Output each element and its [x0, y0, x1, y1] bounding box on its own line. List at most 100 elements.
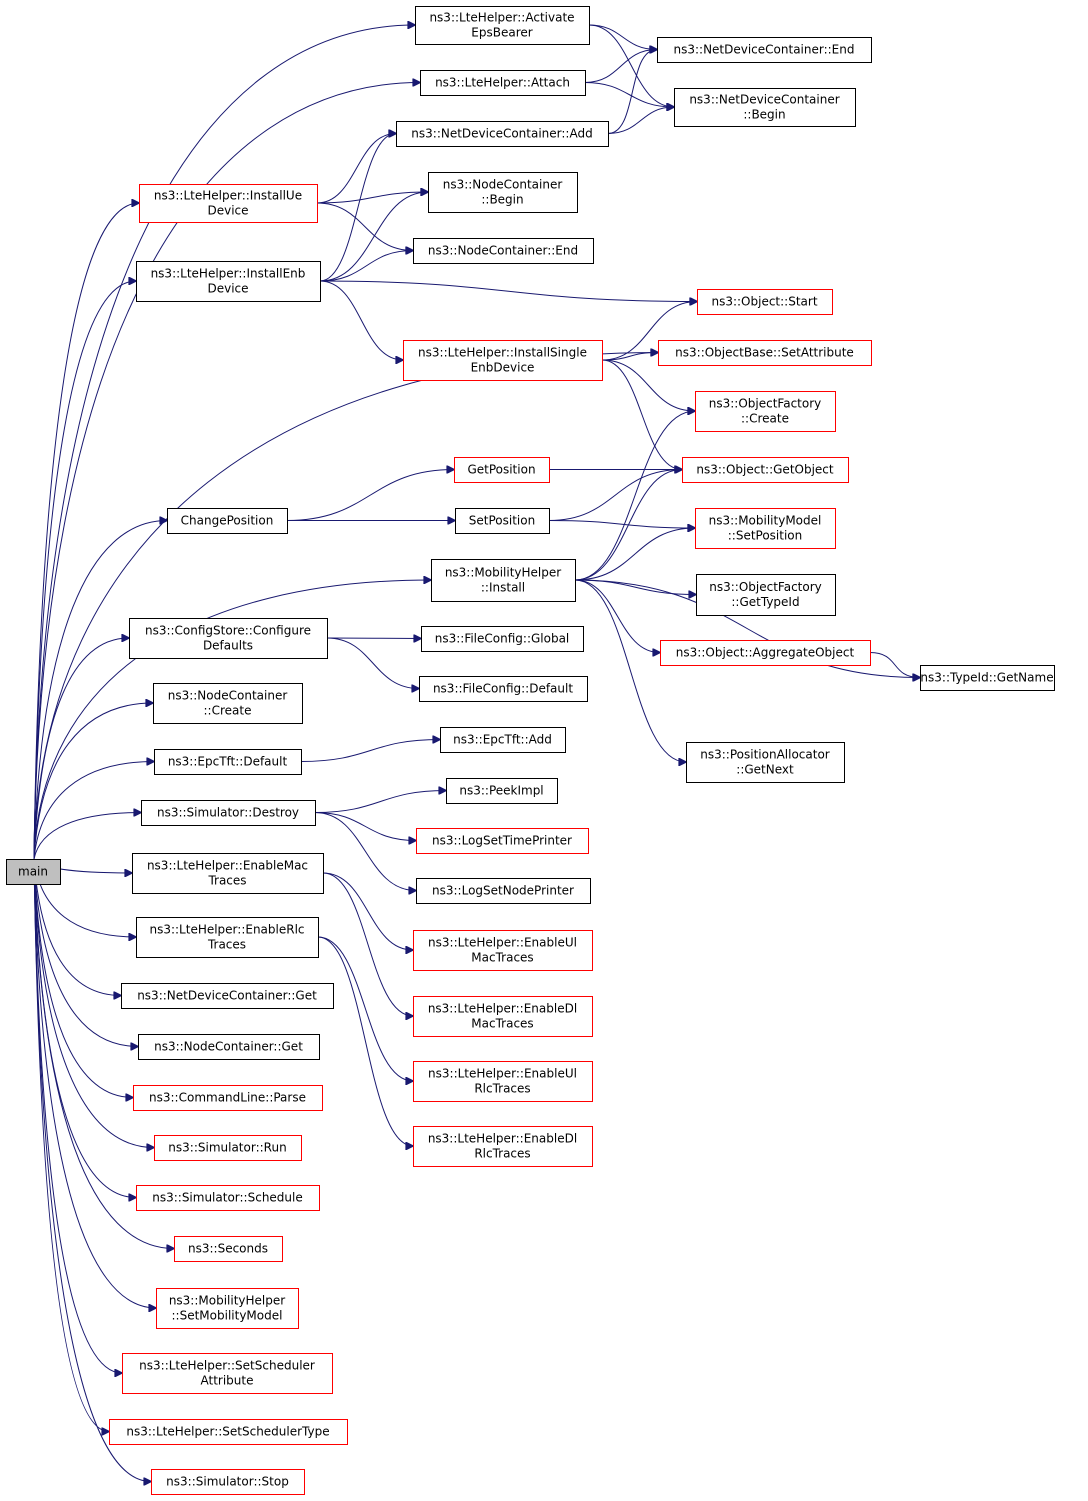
node-box-fcGlobal [421, 626, 584, 652]
edge-simDestroy-to-logSetTime [314, 812, 416, 841]
node-getObject[interactable]: ns3::Object::GetObject [682, 457, 849, 483]
node-getPosition[interactable]: GetPosition [454, 457, 550, 483]
node-box-ndcEnd [657, 37, 872, 63]
node-label-ncGet-0: ns3::NodeContainer::Get [154, 1040, 303, 1054]
node-simSchedule[interactable]: ns3::Simulator::Schedule [136, 1185, 320, 1211]
edge-main-to-setSchedAttr [33, 858, 122, 1373]
node-box-installSingleEnb [403, 340, 603, 381]
edge-main-to-seconds [33, 858, 174, 1249]
node-box-cmdParse [133, 1085, 323, 1111]
node-peekImpl[interactable]: ns3::PeekImpl [446, 778, 558, 804]
node-label-fcDefault-0: ns3::FileConfig::Default [433, 682, 573, 696]
node-seconds[interactable]: ns3::Seconds [174, 1236, 283, 1262]
node-ncBegin[interactable]: ns3::NodeContainer::Begin [428, 172, 578, 213]
node-box-getPosition [454, 457, 550, 483]
edge-installEnb-to-ncEnd [319, 251, 413, 282]
edge-mhInstall-to-aggregate [574, 579, 660, 653]
node-box-setSchedAttr [122, 1353, 333, 1394]
node-ncEnd[interactable]: ns3::NodeContainer::End [413, 238, 594, 264]
node-box-enableUlMac [413, 930, 593, 971]
edge-main-to-simRun [33, 858, 154, 1148]
node-tftAdd[interactable]: ns3::EpcTft::Add [440, 727, 566, 753]
node-tftDefault[interactable]: ns3::EpcTft::Default [154, 749, 302, 775]
node-box-logSetTime [416, 828, 589, 854]
node-label-setAttribute-0: ns3::ObjectBase::SetAttribute [675, 346, 854, 360]
node-simStop[interactable]: ns3::Simulator::Stop [151, 1469, 305, 1495]
node-logSetNode[interactable]: ns3::LogSetNodePrinter [416, 878, 591, 904]
node-box-enableRlc [136, 917, 319, 958]
node-cmdParse[interactable]: ns3::CommandLine::Parse [133, 1085, 323, 1111]
node-setAttribute[interactable]: ns3::ObjectBase::SetAttribute [658, 340, 872, 366]
node-objStart[interactable]: ns3::Object::Start [697, 289, 833, 315]
node-logSetTime[interactable]: ns3::LogSetTimePrinter [416, 828, 589, 854]
node-changePosition[interactable]: ChangePosition [167, 508, 288, 534]
node-simDestroy[interactable]: ns3::Simulator::Destroy [141, 800, 316, 826]
node-label-enableDlMac-1: MacTraces [471, 1017, 533, 1031]
node-attach[interactable]: ns3::LteHelper::Attach [420, 70, 586, 96]
node-typeIdGetName[interactable]: ns3::TypeId::GetName [920, 665, 1055, 691]
node-box-logSetNode [416, 878, 591, 904]
node-label-installEnb-1: Device [207, 282, 248, 296]
node-ofGetTypeId[interactable]: ns3::ObjectFactory::GetTypeId [696, 574, 836, 616]
node-box-simDestroy [141, 800, 316, 826]
node-label-simRun-0: ns3::Simulator::Run [168, 1141, 286, 1155]
node-label-enableUlRlc-0: ns3::LteHelper::EnableUl [428, 1067, 577, 1081]
node-paGetNext[interactable]: ns3::PositionAllocator::GetNext [686, 742, 845, 783]
edge-main-to-simStop [33, 858, 151, 1482]
node-ncCreate[interactable]: ns3::NodeContainer::Create [153, 683, 303, 724]
node-ndcBegin[interactable]: ns3::NetDeviceContainer::Begin [674, 88, 856, 127]
node-label-mmSetPosition-1: ::SetPosition [728, 529, 803, 543]
edge-tftDefault-to-tftAdd [300, 740, 440, 762]
node-box-ndcAdd [396, 121, 609, 147]
node-label-enableUlMac-1: MacTraces [471, 951, 533, 965]
node-ndcEnd[interactable]: ns3::NetDeviceContainer::End [657, 37, 872, 63]
node-label-getObject-0: ns3::Object::GetObject [696, 463, 834, 477]
node-box-ncGet [138, 1034, 320, 1060]
node-setSchedType[interactable]: ns3::LteHelper::SetSchedulerType [109, 1419, 348, 1445]
edge-installEnb-to-ndcAdd [319, 134, 396, 282]
node-label-enableMac-1: Traces [207, 874, 246, 888]
node-box-tftDefault [154, 749, 302, 775]
node-box-mhInstall [431, 559, 576, 602]
node-mmSetPosition[interactable]: ns3::MobilityModel::SetPosition [695, 508, 836, 549]
edge-installSingleEnb-to-ofCreate [601, 359, 695, 411]
node-box-ndcBegin [674, 88, 856, 127]
node-mhInstall[interactable]: ns3::MobilityHelper::Install [431, 559, 576, 602]
node-label-mmSetPosition-0: ns3::MobilityModel [709, 514, 822, 528]
edge-main-to-ncCreate [33, 703, 153, 860]
node-mhSetMobility[interactable]: ns3::MobilityHelper::SetMobilityModel [156, 1288, 299, 1329]
node-fcDefault[interactable]: ns3::FileConfig::Default [419, 676, 588, 702]
node-ofCreate[interactable]: ns3::ObjectFactory::Create [695, 391, 836, 432]
node-box-fcDefault [419, 676, 588, 702]
node-box-typeIdGetName [920, 665, 1055, 691]
node-label-paGetNext-0: ns3::PositionAllocator [700, 748, 830, 762]
node-box-ofGetTypeId [696, 574, 836, 616]
node-box-peekImpl [446, 778, 558, 804]
edge-enableRlc-to-enableDlRlc [317, 936, 413, 1146]
node-main[interactable]: main [6, 859, 61, 885]
edge-enableRlc-to-enableUlRlc [317, 936, 413, 1081]
node-aggregate[interactable]: ns3::Object::AggregateObject [660, 640, 871, 666]
node-setPosition[interactable]: SetPosition [455, 508, 550, 534]
node-ncGet[interactable]: ns3::NodeContainer::Get [138, 1034, 320, 1060]
node-ndcAdd[interactable]: ns3::NetDeviceContainer::Add [396, 121, 609, 147]
node-label-setSchedAttr-1: Attribute [201, 1374, 254, 1388]
node-ndcGet[interactable]: ns3::NetDeviceContainer::Get [121, 983, 334, 1009]
edge-mhInstall-to-mmSetPosition [574, 528, 695, 581]
node-simRun[interactable]: ns3::Simulator::Run [154, 1135, 302, 1161]
edge-main-to-activateEpsBearer [33, 25, 415, 860]
node-box-objStart [697, 289, 833, 315]
node-fcGlobal[interactable]: ns3::FileConfig::Global [421, 626, 584, 652]
